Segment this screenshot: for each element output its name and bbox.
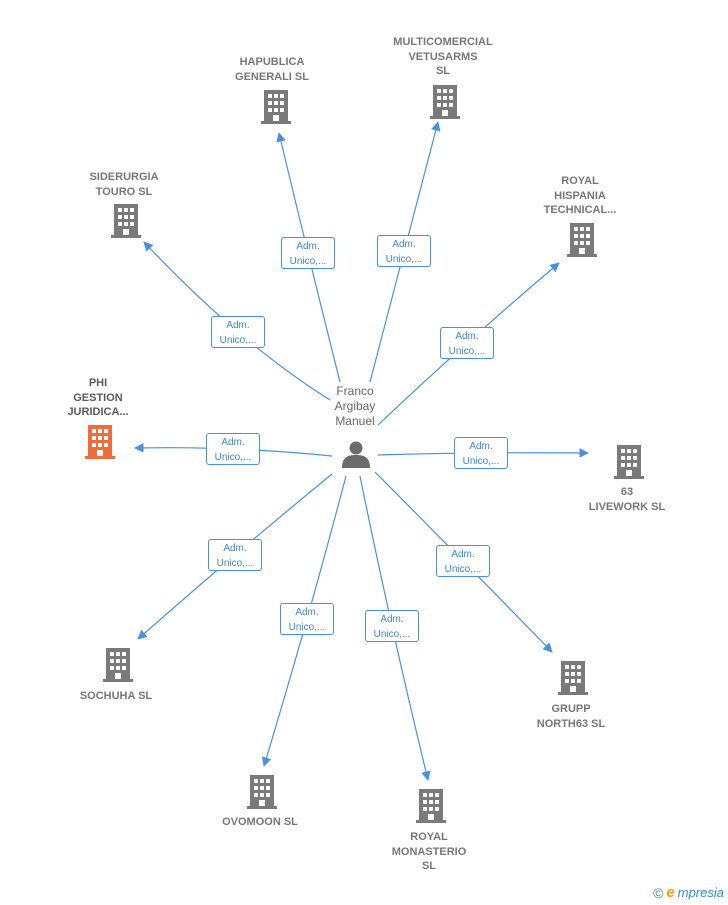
- building-icon[interactable]: [261, 90, 291, 124]
- company-name-sochuha[interactable]: SOCHUHA SL: [79, 690, 153, 702]
- role-box-sochuha[interactable]: Adm. Unico,...: [208, 539, 262, 571]
- role-box-siderurgia[interactable]: Adm. Unico,...: [211, 316, 265, 348]
- building-icon[interactable]: [567, 223, 597, 257]
- building-icon[interactable]: [614, 445, 644, 479]
- brand-initial: e: [666, 884, 675, 901]
- role-box-hapublica[interactable]: Adm. Unico,...: [281, 237, 335, 269]
- person-icon[interactable]: [342, 441, 370, 469]
- copyright-symbol: ©: [653, 884, 664, 901]
- company-name-grupp-north[interactable]: GRUPP NORTH63 SL: [536, 703, 606, 730]
- brand-name: mpresia: [677, 885, 724, 900]
- building-icon[interactable]: [85, 425, 115, 459]
- building-icon[interactable]: [416, 789, 446, 823]
- company-name-royal-hispania[interactable]: ROYAL HISPANIA TECHNICAL...: [543, 175, 617, 216]
- role-box-ovomoon[interactable]: Adm. Unico,...: [280, 603, 334, 635]
- company-name-royal-monasterio[interactable]: ROYAL MONASTERIO SL: [391, 831, 467, 872]
- role-box-royal-monasterio[interactable]: Adm. Unico,...: [365, 610, 419, 642]
- company-name-ovomoon[interactable]: OVOMOON SL: [222, 816, 298, 828]
- building-icon[interactable]: [430, 85, 460, 119]
- company-name-hapublica[interactable]: HAPUBLICA GENERALI SL: [235, 56, 309, 83]
- person-name[interactable]: Franco Argibay Manuel: [334, 384, 376, 428]
- role-box-grupp-north[interactable]: Adm. Unico,...: [436, 545, 490, 577]
- building-icon[interactable]: [111, 204, 141, 238]
- company-name-siderurgia[interactable]: SIDERURGIA TOURO SL: [89, 171, 159, 198]
- role-box-royal-hispania[interactable]: Adm. Unico,...: [440, 327, 494, 359]
- role-box-livework[interactable]: Adm. Unico,...: [454, 437, 508, 469]
- company-name-multicomercial[interactable]: MULTICOMERCIAL VETUSARMS SL: [393, 36, 493, 77]
- company-name-phi-gestion[interactable]: PHI GESTION JURIDICA...: [67, 377, 129, 418]
- role-box-multicomercial[interactable]: Adm. Unico,...: [377, 235, 431, 267]
- role-box-phi-gestion[interactable]: Adm. Unico,...: [206, 433, 260, 465]
- building-icon[interactable]: [103, 648, 133, 682]
- company-name-livework[interactable]: 63 LIVEWORK SL: [588, 486, 666, 513]
- building-icon[interactable]: [247, 775, 277, 809]
- building-icon[interactable]: [558, 661, 588, 695]
